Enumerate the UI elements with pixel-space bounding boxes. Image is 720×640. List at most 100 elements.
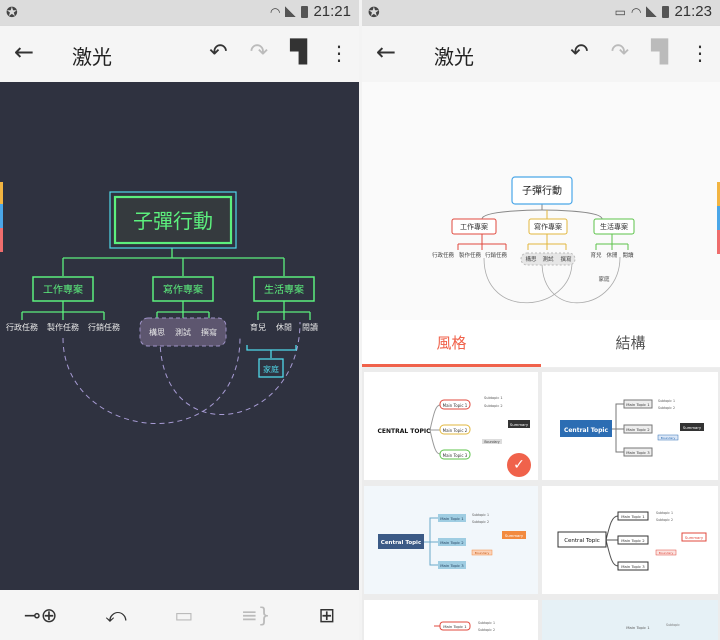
side-tab-marker <box>0 204 3 228</box>
main-topic[interactable] <box>152 276 214 302</box>
theme-topic: Main Topic 2 <box>621 538 645 543</box>
preview-subtopic: 構思 <box>525 255 537 263</box>
side-tab-marker <box>717 182 720 206</box>
preview-subtopic: 休閒 <box>606 251 617 259</box>
preview-topic-label: 工作專案 <box>460 222 488 231</box>
tab-bar: 風格 結構 <box>362 320 720 368</box>
side-tab-marker <box>0 228 3 252</box>
theme-card[interactable]: Main Topic 1 Subtopic <box>542 600 718 640</box>
theme-summary: Summary <box>510 422 529 427</box>
clock: 21:21 <box>313 3 351 20</box>
wifi-icon: ◠ <box>269 4 281 19</box>
document-title: 激光 <box>434 45 474 69</box>
central-topic-label: 子彈行動 <box>133 209 213 233</box>
cast-icon: ▭ <box>614 4 626 19</box>
undo-icon[interactable]: ↶ <box>209 40 228 65</box>
subtopic[interactable]: 育兒 <box>250 322 266 332</box>
subtopic[interactable]: 撰寫 <box>201 327 217 337</box>
theme-boundary: Boundary <box>475 551 490 555</box>
theme-topic: Main Topic 1 <box>443 624 467 629</box>
theme-card[interactable]: Main Topic 1 Subtopic 1 Subtopic 2 <box>364 600 538 640</box>
side-tab-marker <box>0 182 3 204</box>
main-topic[interactable] <box>32 276 94 302</box>
clock: 21:23 <box>674 3 712 20</box>
theme-central: Central Topic <box>564 538 600 544</box>
app-notification-icon: ✪ <box>6 5 18 21</box>
theme-card[interactable]: Central Topic Main Topic 1 Main Topic 2 … <box>542 486 718 594</box>
preview-topic <box>451 218 497 235</box>
status-bar: ✪ ◠ 21:21 <box>0 0 359 26</box>
format-paint-icon[interactable]: ▜ <box>290 40 307 65</box>
theme-topic: Main Topic 1 <box>621 514 645 519</box>
battery-icon <box>301 5 309 18</box>
central-topic[interactable] <box>113 195 233 245</box>
bottom-toolbar: ⊸⊕ ⤺ ▭ ≡} ⊞ <box>0 590 359 640</box>
subtopic[interactable]: 測試 <box>175 327 191 337</box>
main-topic-label: 工作專案 <box>43 283 83 296</box>
theme-subtopic: Subtopic <box>666 623 680 627</box>
theme-topic: Main Topic 1 <box>443 403 468 408</box>
add-topic-icon[interactable]: ⊞ <box>318 603 336 627</box>
boundary[interactable] <box>139 317 227 347</box>
format-paint-icon[interactable]: ▜ <box>651 40 668 65</box>
theme-central: Central Topic <box>564 427 609 434</box>
redo-icon[interactable]: ↷ <box>610 40 630 65</box>
theme-central: CENTRAL TOPIC <box>377 428 431 435</box>
summary-icon[interactable]: ≡} <box>241 603 271 627</box>
subtopic[interactable]: 閱讀 <box>302 322 318 332</box>
relationship-icon[interactable]: ⤺ <box>105 603 127 627</box>
summary-topic[interactable] <box>258 358 284 378</box>
tab-style[interactable]: 風格 <box>362 320 541 367</box>
add-subtopic-icon[interactable]: ⊸⊕ <box>23 603 58 627</box>
theme-topic: Main Topic 2 <box>440 540 464 545</box>
boundary-icon[interactable]: ▭ <box>174 603 194 627</box>
subtopic[interactable]: 製作任務 <box>47 322 79 332</box>
theme-subtopic: Subtopic 2 <box>478 628 495 632</box>
theme-topic: Main Topic 3 <box>621 564 645 569</box>
more-menu-icon[interactable]: ⋮ <box>690 40 710 65</box>
preview-subtopic: 製作任務 <box>459 251 482 259</box>
preview-subtopic: 育兒 <box>590 251 602 259</box>
theme-preview: 子彈行動 工作專案 寫作專案 生活專案 行政任務 製作任務 行銷任務 構思 測試… <box>362 82 720 320</box>
app-notification-icon: ✪ <box>368 5 380 21</box>
signal-icon <box>285 6 297 17</box>
subtopic[interactable]: 休閒 <box>276 322 292 332</box>
document-title: 激光 <box>72 45 112 69</box>
preview-subtopic: 撰寫 <box>560 255 572 263</box>
main-topic-label: 寫作專案 <box>163 283 203 296</box>
theme-subtopic: Subtopic 2 <box>656 518 673 522</box>
theme-card[interactable]: Central Topic Main Topic 1 Main Topic 2 … <box>364 486 538 594</box>
subtopic[interactable]: 行政任務 <box>6 322 38 332</box>
subtopic[interactable]: 構思 <box>149 327 165 337</box>
back-arrow-icon[interactable]: ← <box>14 38 35 66</box>
theme-subtopic: Subtopic 1 <box>658 399 675 403</box>
theme-topic: Main Topic 3 <box>626 450 650 455</box>
preview-subtopic: 行政任務 <box>432 251 455 259</box>
more-menu-icon[interactable]: ⋮ <box>329 40 349 65</box>
mindmap-canvas[interactable]: 子彈行動 工作專案 寫作專案 生活專案 行政任務 製作任務 行銷任務 構思 測試… <box>0 82 359 590</box>
main-topic[interactable] <box>253 276 315 302</box>
theme-summary: Summary <box>505 533 524 538</box>
theme-subtopic: Subtopic 2 <box>484 404 503 408</box>
summary-bracket <box>246 345 297 358</box>
redo-icon[interactable]: ↷ <box>249 40 269 65</box>
theme-card[interactable]: CENTRAL TOPIC Main Topic 1 Main Topic 2 … <box>364 372 538 480</box>
theme-subtopic: Subtopic 2 <box>472 520 489 524</box>
theme-subtopic: Subtopic 1 <box>478 621 495 625</box>
relationship-line[interactable] <box>159 321 301 416</box>
back-arrow-icon[interactable]: ← <box>376 38 397 66</box>
undo-icon[interactable]: ↶ <box>570 40 589 65</box>
side-tab-marker <box>717 230 720 254</box>
theme-topic: Main Topic 3 <box>443 453 468 458</box>
theme-topic: Main Topic 2 <box>626 427 650 432</box>
theme-topic: Main Topic 3 <box>440 563 464 568</box>
theme-card[interactable]: Central Topic Main Topic 1 Main Topic 2 … <box>542 372 718 480</box>
theme-central: Central Topic <box>381 540 421 546</box>
app-bar: ← 激光 ↶ ↷ ▜ ⋮ <box>0 26 359 82</box>
tab-structure[interactable]: 結構 <box>615 334 646 352</box>
theme-boundary: Boundary <box>661 436 676 440</box>
preview-boundary <box>520 252 576 266</box>
relationship-line[interactable] <box>62 336 241 425</box>
subtopic[interactable]: 行銷任務 <box>88 322 120 332</box>
preview-topic <box>528 218 568 235</box>
